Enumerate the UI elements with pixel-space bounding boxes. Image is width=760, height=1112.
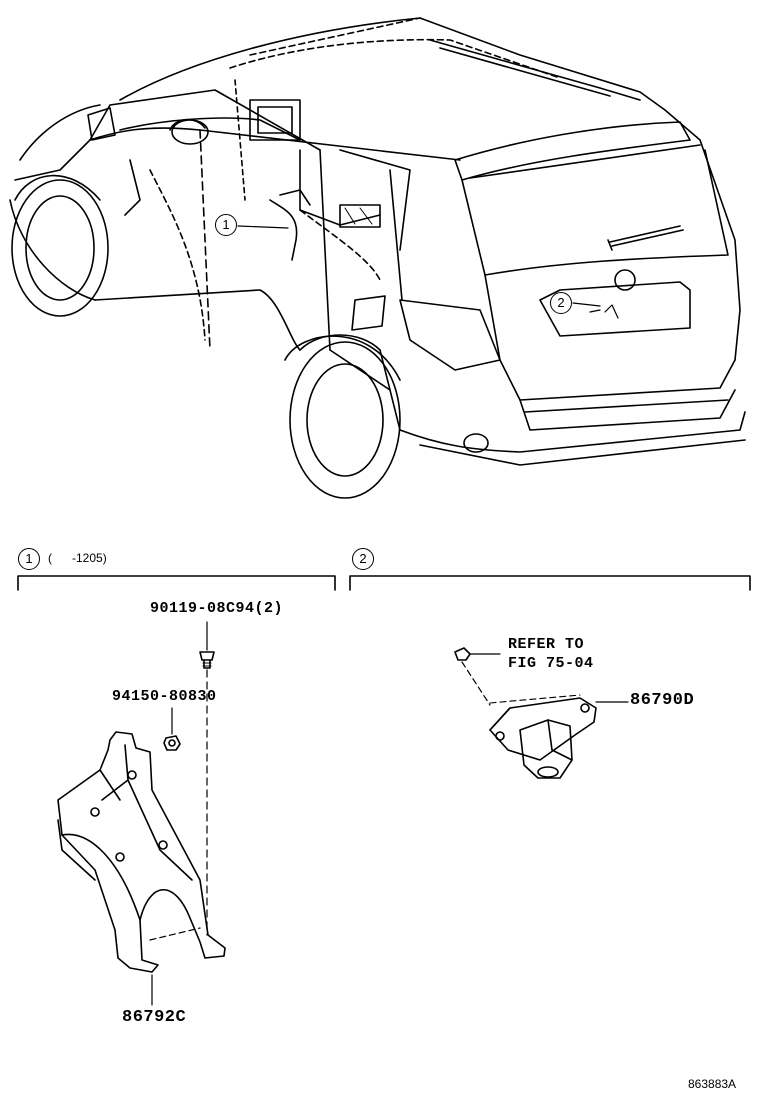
section2-bracket: [349, 575, 751, 591]
callout-2: 2: [550, 292, 572, 314]
section2-number: 2: [352, 548, 374, 570]
refer-fig-label: FIG 75-04: [508, 655, 594, 672]
refer-to-label: REFER TO: [508, 636, 585, 653]
bracket-part-number: 86792C: [122, 1008, 187, 1027]
section1-bracket: [17, 575, 336, 591]
camera-drawing: [489, 694, 597, 779]
camera-part-number: 86790D: [630, 691, 695, 710]
callout-1: 1: [215, 214, 237, 236]
screw-drawing: [454, 647, 471, 661]
vehicle-illustration: [9, 17, 746, 499]
section1-note: ( -1205): [48, 551, 107, 565]
bracket-drawing: [57, 731, 226, 973]
bolt-drawing: [199, 651, 215, 669]
section1-number: 1: [18, 548, 40, 570]
nut-drawing: [163, 735, 181, 751]
nut-part-number: 94150-80830: [112, 688, 217, 705]
figure-id: 863883A: [688, 1077, 737, 1091]
bolt-part-number: 90119-08C94(2): [150, 600, 284, 617]
